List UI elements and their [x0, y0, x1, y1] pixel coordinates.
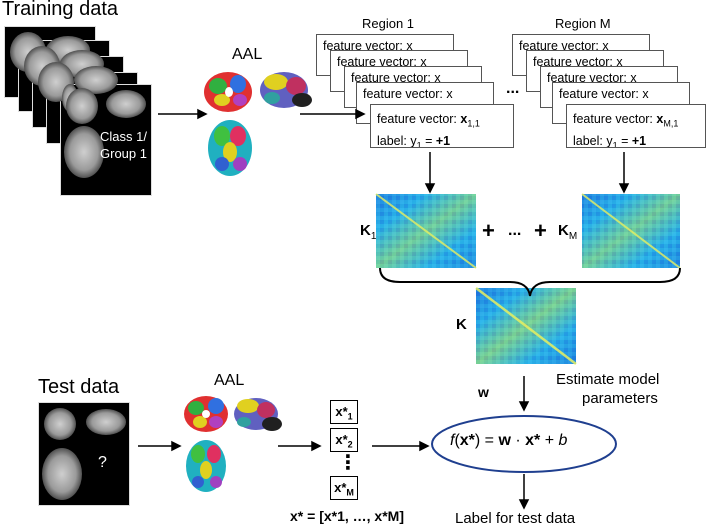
vec1-sub: 1: [347, 411, 353, 422]
vec1-var: x*: [335, 404, 348, 419]
class-label: Class 1/ Group 1: [100, 128, 147, 162]
test-mri-slice: [38, 402, 130, 506]
region-m-feature: feature vector: xM,1: [573, 111, 699, 133]
formula-x2: x*: [525, 432, 541, 449]
feature-sub: 1,1: [467, 118, 480, 129]
vecm-sub: M: [346, 487, 354, 498]
feature-var: x: [656, 112, 664, 126]
aal-coronal-train: [204, 72, 252, 112]
back-card-text: feature vector: x: [337, 55, 427, 69]
back-card-text: feature vector: x: [351, 71, 441, 85]
formula-dot: ·: [510, 432, 526, 449]
region-m-label: label: y1 = +1: [573, 133, 699, 148]
region-m-title: Region M: [555, 16, 611, 31]
test-vector-formula: x* = [x*1, …, x*M]: [290, 508, 404, 524]
test-data-title: Test data: [38, 376, 120, 398]
region-1-card-front: feature vector: x1,1 label: y1 = +1: [370, 104, 514, 148]
formula-f: f: [450, 432, 455, 449]
vec2-sub: 2: [347, 439, 353, 450]
region-1-label: label: y1 = +1: [377, 133, 507, 148]
kernel-km-label: KM: [558, 222, 577, 242]
label-eq: =: [421, 133, 436, 148]
label-prefix: label: y: [573, 133, 613, 148]
back-card-text: feature vector: x: [533, 55, 623, 69]
label-prefix: label: y: [377, 133, 417, 148]
kernel-dots: ...: [508, 222, 522, 239]
k1-sub: 1: [370, 231, 377, 242]
aal-coronal-test: [184, 396, 228, 432]
estimate-line2: parameters: [582, 390, 658, 407]
formula-w: w: [498, 432, 511, 449]
label-eq: =: [617, 133, 632, 148]
weight-w-label: w: [478, 384, 489, 400]
vec2-var: x*: [335, 432, 348, 447]
feature-prefix: feature vector:: [377, 112, 461, 126]
k1-letter: K: [360, 222, 371, 239]
kernel-plus-2: +: [534, 218, 547, 243]
test-vector-2: x*2: [330, 428, 358, 452]
formula-b: b: [558, 432, 568, 449]
estimate-line1: Estimate model: [556, 371, 660, 388]
test-question-mark: ?: [98, 454, 107, 471]
class-label-line1: Class 1/: [100, 129, 147, 144]
test-vector-1: x*1: [330, 400, 358, 424]
region-1-feature: feature vector: x1,1: [377, 111, 507, 133]
output-label: Label for test data: [455, 510, 576, 527]
kernel-km-matrix: [581, 193, 681, 269]
label-value: +1: [435, 133, 451, 148]
label-sub: 1: [416, 140, 422, 148]
aal-axial-train: [208, 120, 252, 176]
kernel-k1-label: K1: [360, 222, 376, 242]
kernel-k1-matrix: [375, 193, 477, 269]
feature-var: x: [460, 112, 468, 126]
class-label-line2: Group 1: [100, 146, 147, 161]
model-formula: f(x*) = w · x* + b: [450, 432, 567, 450]
back-card-text: feature vector: x: [559, 87, 649, 101]
test-aal-label: AAL: [214, 372, 245, 389]
vecm-var: x*: [334, 480, 347, 495]
test-vector-m: x*M: [330, 476, 358, 500]
formula-x: x*: [459, 432, 475, 449]
km-letter: K: [558, 222, 569, 239]
feature-sub: M,1: [663, 118, 679, 129]
region-1-title: Region 1: [362, 16, 415, 31]
region-m-card-front: feature vector: xM,1 label: y1 = +1: [566, 104, 706, 148]
aal-sagittal-train: [260, 72, 312, 108]
test-vector-dots: ⋮: [338, 452, 358, 474]
feature-prefix: feature vector:: [573, 112, 657, 126]
training-data-title: Training data: [2, 0, 118, 20]
back-card-text: feature vector: x: [519, 39, 609, 53]
aal-sagittal-test: [234, 398, 282, 431]
back-card-text: feature vector: x: [323, 39, 413, 53]
label-sub: 1: [612, 140, 618, 148]
back-card-text: feature vector: x: [547, 71, 637, 85]
aal-atlas-label: AAL: [232, 46, 263, 63]
formula-plus: +: [540, 432, 559, 449]
formula-open: (: [454, 432, 460, 449]
kernel-k-matrix: [475, 287, 577, 365]
label-value: +1: [631, 133, 647, 148]
estimate-text: Estimate model parameters: [556, 370, 659, 408]
aal-axial-test: [186, 440, 226, 492]
kernel-plus-1: +: [482, 218, 495, 243]
region-ellipsis: ...: [506, 80, 520, 97]
formula-close: ) =: [474, 432, 499, 449]
sum-brace: [379, 267, 681, 297]
kernel-k-label: K: [456, 316, 467, 333]
back-card-text: feature vector: x: [363, 87, 453, 101]
km-sub: M: [568, 231, 578, 242]
